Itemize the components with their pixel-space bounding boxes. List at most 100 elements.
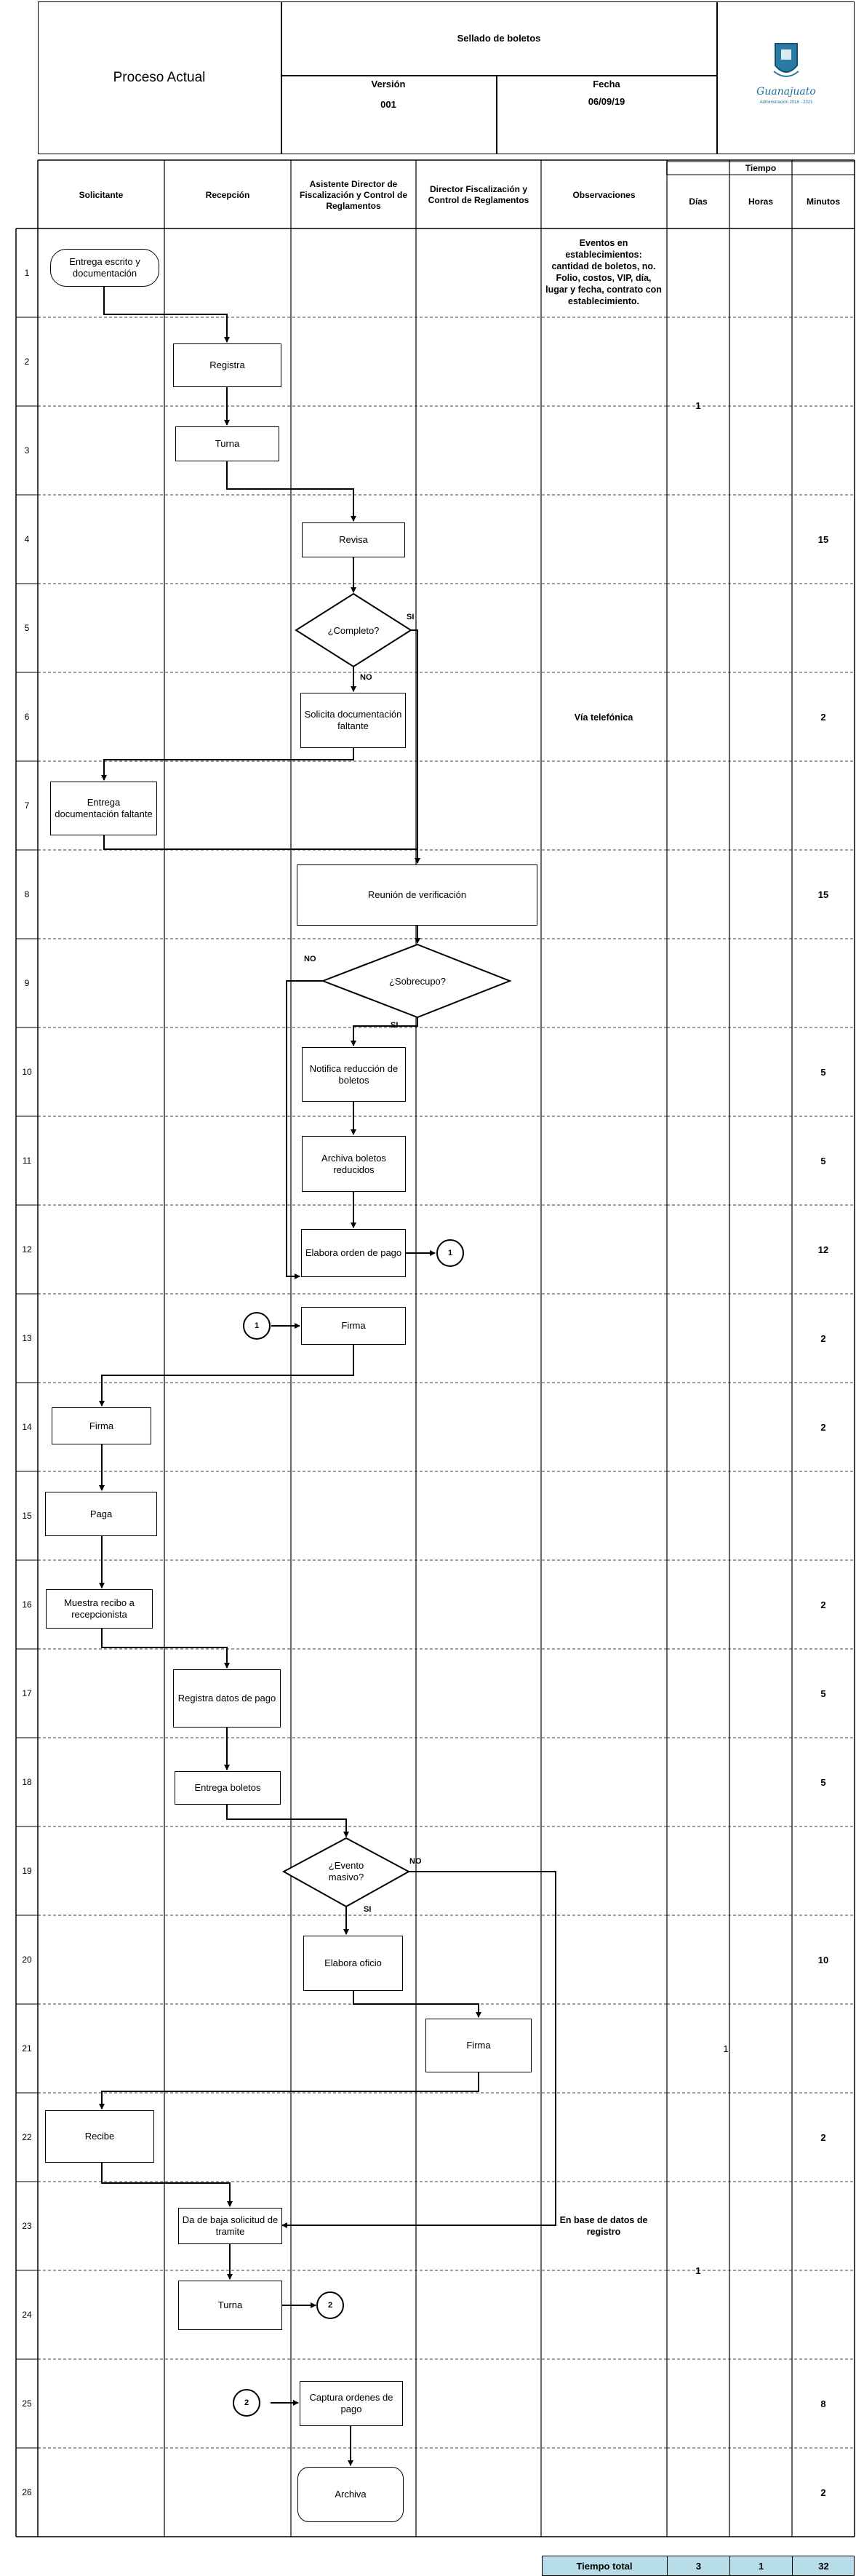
minutes-row-14: 2 xyxy=(820,1421,826,1433)
row-number: 2 xyxy=(24,357,30,367)
minutes-row-4: 15 xyxy=(817,533,829,545)
row-number: 22 xyxy=(22,2132,32,2142)
minutes-row-20: 10 xyxy=(817,1954,829,1965)
step-10-notifica-reduccion[interactable]: Notifica reducción de boletos xyxy=(302,1047,406,1102)
step-3-turna[interactable]: Turna xyxy=(175,426,279,461)
logo-text: Guanajuato xyxy=(756,86,816,98)
row-number: 1 xyxy=(24,268,30,278)
minutes-row-10: 5 xyxy=(820,1066,826,1078)
total-row xyxy=(542,2556,855,2576)
step-4-revisa[interactable]: Revisa xyxy=(302,522,405,557)
connector-2-out: 2 xyxy=(316,2291,344,2319)
col-header-tiempo: Tiempo xyxy=(745,162,777,173)
row-number: 4 xyxy=(24,534,30,544)
step-24-turna[interactable]: Turna xyxy=(178,2281,282,2330)
minutes-row-18: 5 xyxy=(820,1776,826,1788)
col-header-recepcion: Recepción xyxy=(205,189,250,200)
minutes-row-13: 2 xyxy=(820,1332,826,1344)
minutes-row-16: 2 xyxy=(820,1599,826,1610)
step-20-elabora-oficio[interactable]: Elabora oficio xyxy=(303,1936,403,1991)
days-block-1: 1 xyxy=(695,400,701,411)
row-number: 9 xyxy=(24,978,30,988)
header-divider-4 xyxy=(496,75,497,154)
process-name: Sellado de boletos xyxy=(457,33,541,44)
minutes-row-22: 2 xyxy=(820,2131,826,2143)
header-divider-3 xyxy=(281,75,717,76)
crest-icon xyxy=(773,43,799,77)
row-number: 10 xyxy=(22,1067,32,1077)
step-22-recibe[interactable]: Recibe xyxy=(45,2110,154,2163)
col-header-horas: Horas xyxy=(748,196,773,207)
header-divider-2 xyxy=(716,1,718,154)
row-number: 17 xyxy=(22,1688,32,1698)
step-13-firma[interactable]: Firma xyxy=(301,1307,406,1345)
header-block xyxy=(38,1,855,154)
row-number: 15 xyxy=(22,1511,32,1521)
total-minutos: 32 xyxy=(792,2556,855,2576)
step-1-entrega-escrito[interactable]: Entrega escrito y documentación xyxy=(50,249,159,287)
label-si-evento: SI xyxy=(364,1905,372,1914)
row-number: 24 xyxy=(22,2310,32,2320)
total-dias: 3 xyxy=(667,2556,729,2576)
step-9-sobrecupo[interactable]: ¿Sobrecupo? xyxy=(388,975,447,987)
label-no-completo: NO xyxy=(360,673,372,682)
col-header-asistente: Asistente Director de Fiscalización y Co… xyxy=(299,178,408,211)
step-18-entrega-boletos[interactable]: Entrega boletos xyxy=(175,1771,281,1805)
minutes-row-6: 2 xyxy=(820,711,826,723)
step-23-da-de-baja[interactable]: Da de baja solicitud de tramite xyxy=(178,2208,282,2244)
row-number: 7 xyxy=(24,800,30,811)
col-header-dias: Días xyxy=(689,196,708,207)
step-11-archiva-reducidos[interactable]: Archiva boletos reducidos xyxy=(302,1136,406,1192)
row-number: 5 xyxy=(24,623,30,633)
guanajuato-logo: Guanajuato Administración 2018 - 2021 xyxy=(753,36,819,116)
row-number: 13 xyxy=(22,1333,32,1343)
col-header-director: Director Fiscalización y Control de Regl… xyxy=(428,184,529,205)
col-header-minutos: Minutos xyxy=(807,196,840,207)
decision-completo-shape xyxy=(295,592,412,668)
days-block-3: 1 xyxy=(695,2265,701,2276)
step-21-firma-director[interactable]: Firma xyxy=(425,2019,532,2072)
step-25-captura-ordenes[interactable]: Captura ordenes de pago xyxy=(300,2381,403,2426)
minutes-row-11: 5 xyxy=(820,1155,826,1166)
step-14-firma[interactable]: Firma xyxy=(52,1407,151,1444)
row-number: 18 xyxy=(22,1777,32,1787)
row-number: 12 xyxy=(22,1244,32,1255)
minutes-row-17: 5 xyxy=(820,1687,826,1699)
observation-row-23: En base de datos de registro xyxy=(559,2215,648,2237)
row-number: 3 xyxy=(24,445,30,456)
total-horas: 1 xyxy=(729,2556,792,2576)
row-number: 21 xyxy=(22,2043,32,2054)
row-number: 26 xyxy=(22,2487,32,2497)
connector-1-in: 1 xyxy=(243,1312,271,1340)
version-label: Versión xyxy=(371,78,406,90)
connector-2-in: 2 xyxy=(233,2389,260,2417)
minutes-row-25: 8 xyxy=(820,2398,826,2409)
label-no-sobrecupo: NO xyxy=(304,955,316,963)
step-5-completo[interactable]: ¿Completo? xyxy=(327,624,380,636)
step-12-elabora-orden[interactable]: Elabora orden de pago xyxy=(301,1229,406,1277)
step-26-archiva[interactable]: Archiva xyxy=(297,2467,404,2522)
logo-subtext: Administración 2018 - 2021 xyxy=(759,100,813,105)
row-number: 19 xyxy=(22,1866,32,1876)
step-6-solicita-documentacion[interactable]: Solicita documentación faltante xyxy=(300,693,406,748)
step-8-reunion-verificacion[interactable]: Reunión de verificación xyxy=(297,864,537,926)
row-number: 20 xyxy=(22,1955,32,1965)
step-16-muestra-recibo[interactable]: Muestra recibo a recepcionista xyxy=(46,1589,153,1629)
col-header-observaciones: Observaciones xyxy=(572,189,636,200)
version-value: 001 xyxy=(380,98,396,110)
step-17-registra-datos-pago[interactable]: Registra datos de pago xyxy=(173,1669,281,1728)
total-label: Tiempo total xyxy=(576,2560,633,2572)
row-number: 6 xyxy=(24,712,30,722)
step-7-entrega-documentacion[interactable]: Entrega documentación faltante xyxy=(50,782,157,835)
decision-sobrecupo-shape xyxy=(321,943,512,1019)
row-number: 14 xyxy=(22,1422,32,1432)
minutes-row-8: 15 xyxy=(817,889,829,900)
step-19-evento-masivo[interactable]: ¿Evento masivo? xyxy=(328,1860,364,1883)
step-15-paga[interactable]: Paga xyxy=(45,1492,157,1536)
step-2-registra[interactable]: Registra xyxy=(173,343,281,387)
days-block-2: 1 xyxy=(723,2043,729,2054)
row-number: 11 xyxy=(22,1156,32,1166)
label-no-evento: NO xyxy=(409,1857,422,1866)
